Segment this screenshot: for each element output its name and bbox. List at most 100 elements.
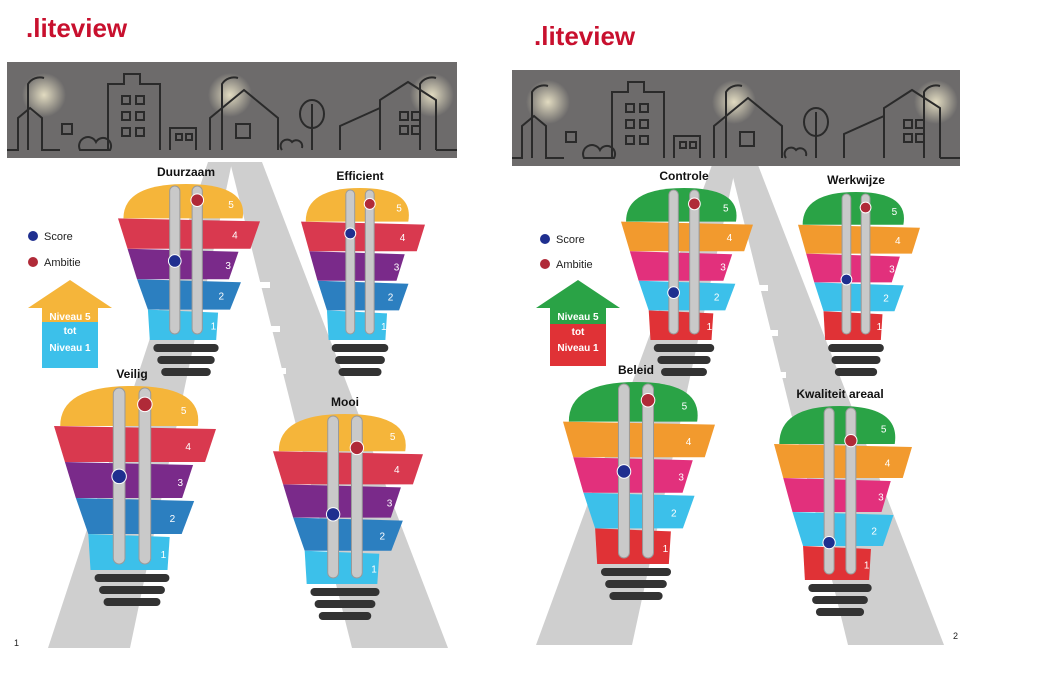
- ambition-marker: [363, 197, 376, 210]
- bulb-title: Efficient: [336, 169, 383, 183]
- level-number: 3: [878, 492, 884, 503]
- bulb-base-ring: [153, 344, 219, 352]
- bulb-base-ring: [812, 596, 868, 604]
- bulb-base-ring: [99, 586, 165, 594]
- level-band-3: [309, 251, 405, 281]
- level-band-2: [137, 279, 241, 310]
- page-2: .liteview: [512, 21, 960, 645]
- level-band-5: [305, 188, 409, 222]
- level-arrow: Niveau 5 tot Niveau 1: [536, 280, 620, 366]
- score-tube: [668, 189, 679, 335]
- score-tube: [841, 193, 852, 335]
- level-number: 4: [686, 437, 692, 448]
- level-number: 4: [232, 230, 238, 241]
- bulb-base-ring: [335, 356, 385, 364]
- bulb-base-ring: [661, 368, 707, 376]
- score-marker: [822, 535, 836, 550]
- bulb-base-ring: [94, 574, 170, 582]
- bulb-base-ring: [653, 344, 715, 352]
- ambition-tube: [364, 189, 375, 335]
- level-number: 2: [871, 526, 877, 537]
- level-number: 1: [707, 322, 713, 333]
- level-band-3: [806, 253, 900, 283]
- legend-ambition-label: Ambitie: [44, 257, 81, 269]
- ambition-tube: [845, 407, 857, 575]
- score-marker: [840, 273, 853, 286]
- bulb-title: Kwaliteit areaal: [796, 387, 883, 401]
- score-marker: [325, 507, 341, 522]
- level-band-5: [779, 406, 896, 444]
- bulb-title: Werkwijze: [827, 173, 885, 187]
- level-number: 2: [170, 514, 176, 525]
- level-number: 1: [864, 560, 870, 571]
- bulb-base-ring: [310, 588, 380, 596]
- legend-score-label: Score: [44, 231, 73, 243]
- ambition-tube: [860, 193, 871, 335]
- arrow-head: [536, 280, 620, 312]
- level-band-4: [798, 224, 920, 254]
- level-number: 5: [892, 207, 898, 218]
- level-number: 3: [225, 261, 231, 272]
- score-dot-icon: [540, 234, 550, 244]
- ambition-tube: [642, 383, 655, 559]
- level-number: 1: [381, 322, 387, 333]
- ambition-tube: [191, 185, 203, 335]
- arrow-line-2: tot: [64, 326, 77, 337]
- bulb-base-ring: [815, 608, 865, 616]
- arrow-head: [28, 280, 112, 312]
- level-band-4: [118, 218, 260, 249]
- level-band-1: [803, 546, 871, 580]
- level-band-3: [783, 478, 891, 512]
- score-tube: [345, 189, 356, 335]
- score-marker: [167, 254, 182, 268]
- level-band-4: [774, 444, 912, 478]
- level-number: 2: [883, 293, 889, 304]
- level-arrow: Niveau 5 tot Niveau 1: [28, 280, 112, 368]
- level-band-4: [563, 421, 715, 458]
- bulb-base-ring: [314, 600, 376, 608]
- bulb-base-ring: [609, 592, 663, 600]
- bulb-base-ring: [331, 344, 389, 352]
- ambition-marker: [349, 440, 365, 456]
- arrow-line-3: Niveau 1: [557, 343, 599, 354]
- legend-ambition-label: Ambitie: [556, 259, 593, 271]
- level-number: 3: [720, 263, 726, 274]
- level-number: 3: [678, 473, 684, 484]
- page-1: .liteview: [7, 13, 457, 648]
- road-right: [730, 165, 944, 645]
- level-band-4: [621, 221, 753, 252]
- bulb-base-ring: [808, 584, 872, 592]
- score-tube: [823, 407, 835, 575]
- city-skyline-banner: [512, 70, 960, 166]
- bulb-base-ring: [600, 568, 672, 576]
- level-band-2: [75, 498, 195, 534]
- level-number: 4: [727, 233, 733, 244]
- score-marker: [344, 227, 357, 240]
- level-number: 3: [394, 263, 400, 274]
- level-number: 4: [394, 465, 400, 476]
- level-band-1: [823, 311, 883, 340]
- score-marker: [111, 468, 127, 485]
- arrow-bottom-band: [42, 322, 98, 368]
- level-band-2: [583, 492, 695, 529]
- bulb-base-ring: [103, 598, 161, 606]
- level-number: 2: [388, 292, 394, 303]
- bulb-title: Controle: [659, 169, 709, 183]
- level-number: 1: [663, 544, 669, 555]
- level-band-3: [127, 248, 239, 280]
- level-band-2: [792, 512, 894, 546]
- level-band-1: [326, 310, 388, 340]
- level-number: 5: [396, 204, 402, 215]
- bulb-title: Veilig: [116, 367, 147, 381]
- level-band-2: [293, 517, 403, 551]
- road-crossbars: [664, 285, 816, 572]
- score-marker: [667, 286, 680, 299]
- level-number: 5: [682, 401, 688, 412]
- logo-liteview: .liteview: [534, 21, 636, 51]
